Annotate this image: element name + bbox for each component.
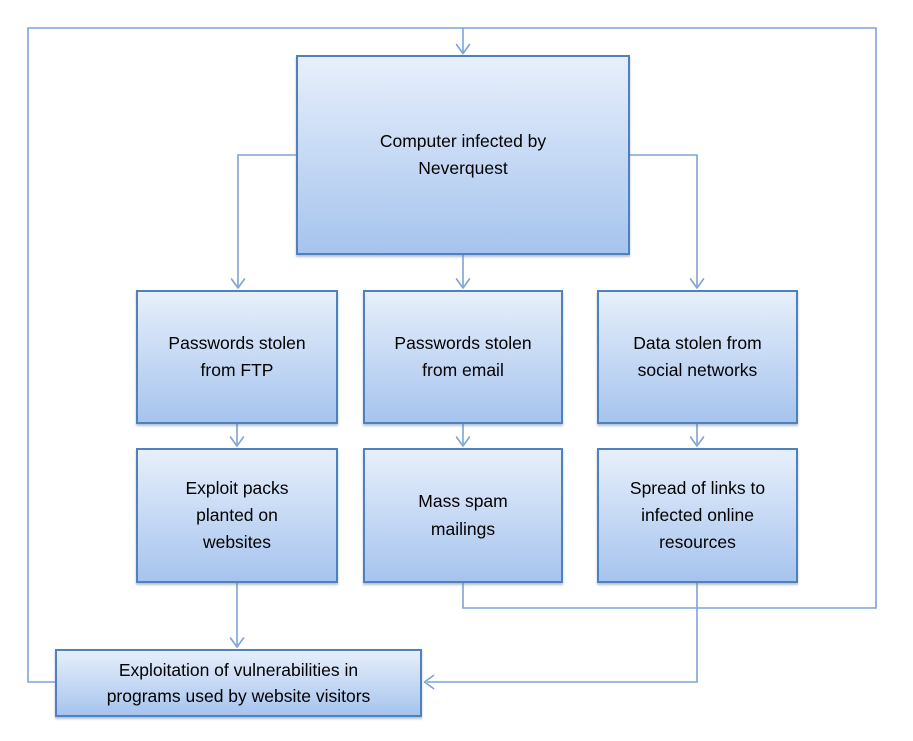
node-passwords-stolen-email-label: Passwords stolen from email bbox=[394, 332, 532, 380]
node-exploitation-vulnerabilities-label: Exploitation of vulnerabilities in progr… bbox=[106, 659, 371, 706]
connector-root-to-ftp bbox=[237, 154, 296, 286]
node-passwords-stolen-email: Passwords stolen from email bbox=[363, 290, 563, 424]
connector-spread-to-exploitation bbox=[427, 583, 698, 683]
node-exploit-packs-label: Exploit packs planted on websites bbox=[185, 477, 289, 553]
node-data-stolen-social-label: Data stolen from social networks bbox=[633, 332, 762, 380]
node-data-stolen-social: Data stolen from social networks bbox=[597, 290, 798, 424]
arrowhead-email-to-spam bbox=[455, 436, 471, 447]
arrowhead-social-to-spread bbox=[689, 436, 705, 447]
arrowhead-root-to-ftp bbox=[230, 278, 246, 289]
arrowhead-root-to-social bbox=[689, 278, 705, 289]
node-computer-infected-label: Computer infected by Neverquest bbox=[379, 130, 547, 178]
arrowhead-ftp-to-exploit bbox=[229, 436, 245, 447]
node-computer-infected: Computer infected by Neverquest bbox=[296, 55, 630, 255]
arrowhead-exploit-to-exploitation bbox=[229, 637, 245, 648]
connector-feedback-loop bbox=[27, 27, 877, 683]
node-spread-of-links: Spread of links to infected online resou… bbox=[597, 448, 798, 583]
node-passwords-stolen-ftp-label: Passwords stolen from FTP bbox=[168, 332, 306, 380]
arrowhead-into-root bbox=[455, 43, 471, 55]
node-passwords-stolen-ftp: Passwords stolen from FTP bbox=[136, 290, 338, 424]
node-exploit-packs: Exploit packs planted on websites bbox=[136, 448, 338, 583]
arrowhead-spread-to-exploitation bbox=[423, 674, 435, 690]
node-mass-spam-mailings: Mass spam mailings bbox=[363, 448, 563, 583]
node-exploitation-vulnerabilities: Exploitation of vulnerabilities in progr… bbox=[55, 649, 422, 717]
connector-root-to-social bbox=[630, 154, 698, 286]
node-spread-of-links-label: Spread of links to infected online resou… bbox=[629, 477, 766, 553]
arrowhead-root-to-email bbox=[455, 278, 471, 289]
node-mass-spam-mailings-label: Mass spam mailings bbox=[418, 491, 508, 539]
